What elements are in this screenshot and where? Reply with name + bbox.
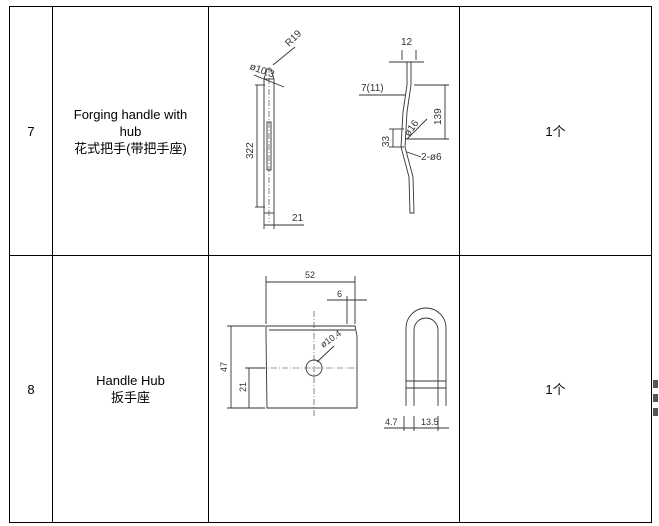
edge-marker	[653, 394, 658, 402]
part-name-cn: 扳手座	[110, 390, 150, 405]
bracket-outline	[405, 307, 447, 406]
plate-outline	[265, 325, 358, 409]
dim-label: ø16	[402, 118, 421, 139]
part-name: Forging handle with hub 花式把手(带把手座)	[74, 106, 187, 157]
row-number-cell: 7	[10, 7, 52, 255]
part-name-en: hub	[119, 123, 142, 139]
drawing-cell: ø10.3 R19 322 21 12 7(11) 139 33 ø16 2-ø…	[209, 7, 459, 255]
part-name: Handle Hub 扳手座	[96, 372, 165, 406]
dim-label: R19	[283, 28, 304, 49]
table-border-left	[9, 6, 10, 523]
dim-label: 52	[305, 270, 315, 280]
row-number: 8	[27, 381, 35, 397]
part-name-en: Handle Hub	[96, 373, 165, 388]
edge-marker	[653, 408, 658, 416]
table-border-top	[9, 6, 652, 7]
dim-label: 322	[245, 142, 256, 159]
part-name-en: Forging handle with	[73, 106, 188, 122]
quantity-cell: 1个	[460, 7, 651, 255]
handle-hub-drawing: 52 6 47 21 ø10.4 4.7 13.5	[219, 270, 449, 431]
part-name-cn: 花式把手(带把手座)	[74, 140, 187, 156]
edge-marker	[653, 380, 658, 388]
table-divider	[52, 6, 53, 523]
quantity: 1个	[545, 123, 566, 139]
row-number: 7	[27, 123, 35, 139]
table-divider	[459, 6, 460, 523]
dim-label: 33	[381, 135, 392, 147]
dim-label: 2-ø6	[421, 152, 442, 163]
drawing-cell: 52 6 47 21 ø10.4 4.7 13.5	[209, 256, 459, 522]
table-divider	[208, 6, 209, 523]
table-row-divider	[9, 255, 652, 256]
dim-label: 7(11)	[361, 83, 384, 94]
table-border-right	[651, 6, 652, 523]
dim-label: 139	[433, 108, 444, 125]
quantity: 1个	[545, 381, 566, 397]
dim-label: 6	[337, 289, 342, 299]
row-number-cell: 8	[10, 256, 52, 522]
bent-handle-outline	[400, 61, 415, 214]
forging-handle-drawing: ø10.3 R19 322 21 12 7(11) 139 33 ø16 2-ø…	[245, 28, 449, 229]
table-border-bottom	[9, 522, 652, 523]
dim-label: 4.7	[385, 417, 398, 427]
dim-label: ø10.4	[318, 328, 343, 349]
part-name-cell: Forging handle with hub 花式把手(带把手座)	[53, 7, 208, 255]
dim-label: 13.5	[421, 417, 439, 427]
dim-label: 21	[292, 213, 304, 224]
parts-table: 7 Forging handle with hub 花式把手(带把手座)	[9, 6, 652, 523]
part-name-cell: Handle Hub 扳手座	[53, 256, 208, 522]
dim-label: 12	[401, 37, 413, 48]
dim-label: 47	[219, 362, 229, 372]
dim-label: 21	[238, 382, 248, 392]
quantity-cell: 1个	[460, 256, 651, 522]
